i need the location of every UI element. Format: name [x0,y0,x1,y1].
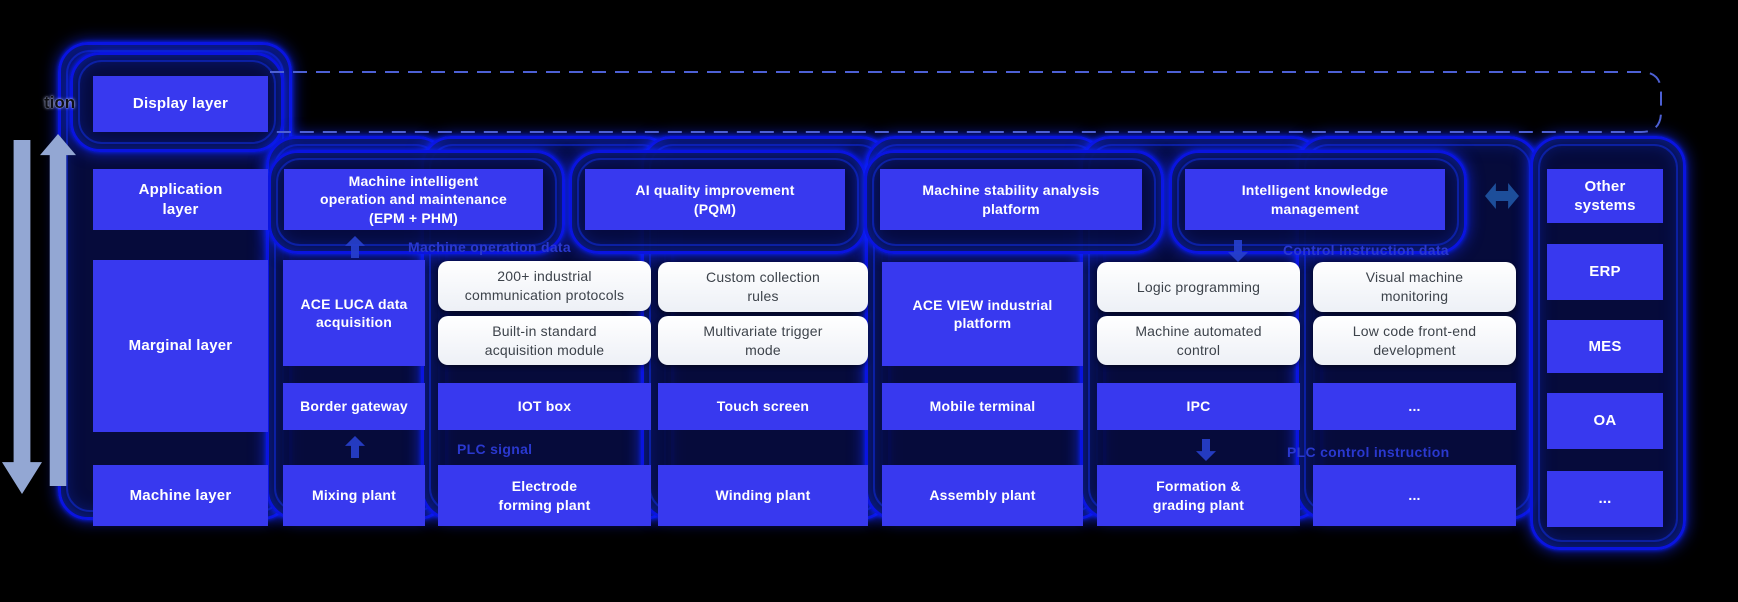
app-box-knowledge-management: Intelligent knowledge management [1185,169,1445,230]
layer-label-display: Display layer [132,95,229,113]
layer-box-display: Display layer [93,76,268,132]
card-label-protocols: 200+ industrial communication protocols [464,268,625,303]
card-label-low-code: Low code front-end development [1352,322,1477,358]
cropped-text-fragment: tion [44,93,76,112]
external-box-mes: MES [1547,320,1663,373]
machine-box-mixing-plant: Mixing plant [283,465,425,526]
external-box-ellipsis: ... [1547,471,1663,527]
machine-label-electrode: Electrode forming plant [498,478,591,513]
layer-box-marginal: Marginal layer [93,260,268,432]
device-box-touch-screen: Touch screen [658,383,868,430]
device-label-ellipsis: ... [1408,398,1421,415]
device-label-mobile-terminal: Mobile terminal [929,398,1036,415]
app-box-pqm: AI quality improvement (PQM) [585,169,845,230]
device-label-touch-screen: Touch screen [716,398,810,415]
layer-label-application: Application layer [138,181,223,218]
machine-label-assembly: Assembly plant [929,487,1036,504]
machine-label-formation: Formation & grading plant [1152,478,1245,513]
flow-label-machine-operation-data: Machine operation data [408,239,571,255]
card-multivariate-trigger-mode: Multivariate trigger mode [658,316,868,365]
card-label-trigger-mode: Multivariate trigger mode [703,322,823,358]
device-box-iot-box: IOT box [438,383,651,430]
card-logic-programming: Logic programming [1097,262,1300,312]
device-box-ellipsis: ... [1313,383,1516,430]
card-label-logic-programming: Logic programming [1136,278,1261,295]
machine-box-ellipsis: ... [1313,465,1516,526]
device-label-border-gateway: Border gateway [300,398,408,415]
machine-box-assembly-plant: Assembly plant [882,465,1083,526]
card-machine-automated-control: Machine automated control [1097,316,1300,365]
external-label-erp: ERP [1589,263,1621,281]
card-label-visual-monitoring: Visual machine monitoring [1365,269,1464,304]
marginal-label-ace-view: ACE VIEW industrial platform [912,296,1053,331]
external-box-erp: ERP [1547,244,1663,300]
layer-box-application: Application layer [93,169,268,230]
downward-flow-arrow-icon [2,140,42,494]
app-box-epm-phm: Machine intelligent operation and mainte… [284,169,543,230]
device-box-border-gateway: Border gateway [283,383,425,430]
marginal-box-ace-luca: ACE LUCA data acquisition [283,260,425,366]
device-label-iot-box: IOT box [517,398,572,415]
device-label-ipc: IPC [1186,398,1211,415]
card-label-automated-control: Machine automated control [1135,322,1262,358]
app-label-knowledge: Intelligent knowledge management [1241,182,1389,217]
machine-label-ellipsis: ... [1408,487,1421,504]
flow-label-plc-control-instruction: PLC control instruction [1287,444,1450,460]
external-label-mes: MES [1588,337,1622,355]
flow-label-plc-signal: PLC signal [457,441,533,457]
layer-box-machine: Machine layer [93,465,268,526]
dashed-connector-outline [270,70,1665,141]
card-custom-collection-rules: Custom collection rules [658,262,868,312]
card-label-builtin-module: Built-in standard acquisition module [484,322,605,358]
app-label-pqm: AI quality improvement (PQM) [635,182,795,217]
external-box-oa: OA [1547,393,1663,449]
machine-box-formation-grading-plant: Formation & grading plant [1097,465,1300,526]
machine-label-winding: Winding plant [715,487,811,504]
card-industrial-protocols: 200+ industrial communication protocols [438,261,651,311]
card-builtin-acquisition-module: Built-in standard acquisition module [438,316,651,365]
machine-box-electrode-forming-plant: Electrode forming plant [438,465,651,526]
external-label-oa: OA [1593,412,1617,430]
marginal-box-ace-view: ACE VIEW industrial platform [882,262,1083,366]
device-box-mobile-terminal: Mobile terminal [882,383,1083,430]
layer-label-machine: Machine layer [129,486,232,504]
app-box-stability-platform: Machine stability analysis platform [880,169,1142,230]
device-box-ipc: IPC [1097,383,1300,430]
machine-label-mixing: Mixing plant [311,487,397,504]
layer-label-marginal: Marginal layer [128,337,233,355]
external-label-other-systems: Other systems [1574,177,1636,215]
machine-box-winding-plant: Winding plant [658,465,868,526]
card-visual-machine-monitoring: Visual machine monitoring [1313,262,1516,312]
marginal-label-ace-luca: ACE LUCA data acquisition [300,295,408,330]
external-box-other-systems: Other systems [1547,169,1663,223]
card-low-code-development: Low code front-end development [1313,316,1516,365]
app-label-stability: Machine stability analysis platform [922,182,1100,217]
flow-label-control-instruction-data: Control instruction data [1283,242,1449,258]
card-label-custom-rules: Custom collection rules [706,269,820,304]
app-label-epm-phm: Machine intelligent operation and mainte… [319,173,508,226]
external-label-ellipsis: ... [1598,490,1612,508]
